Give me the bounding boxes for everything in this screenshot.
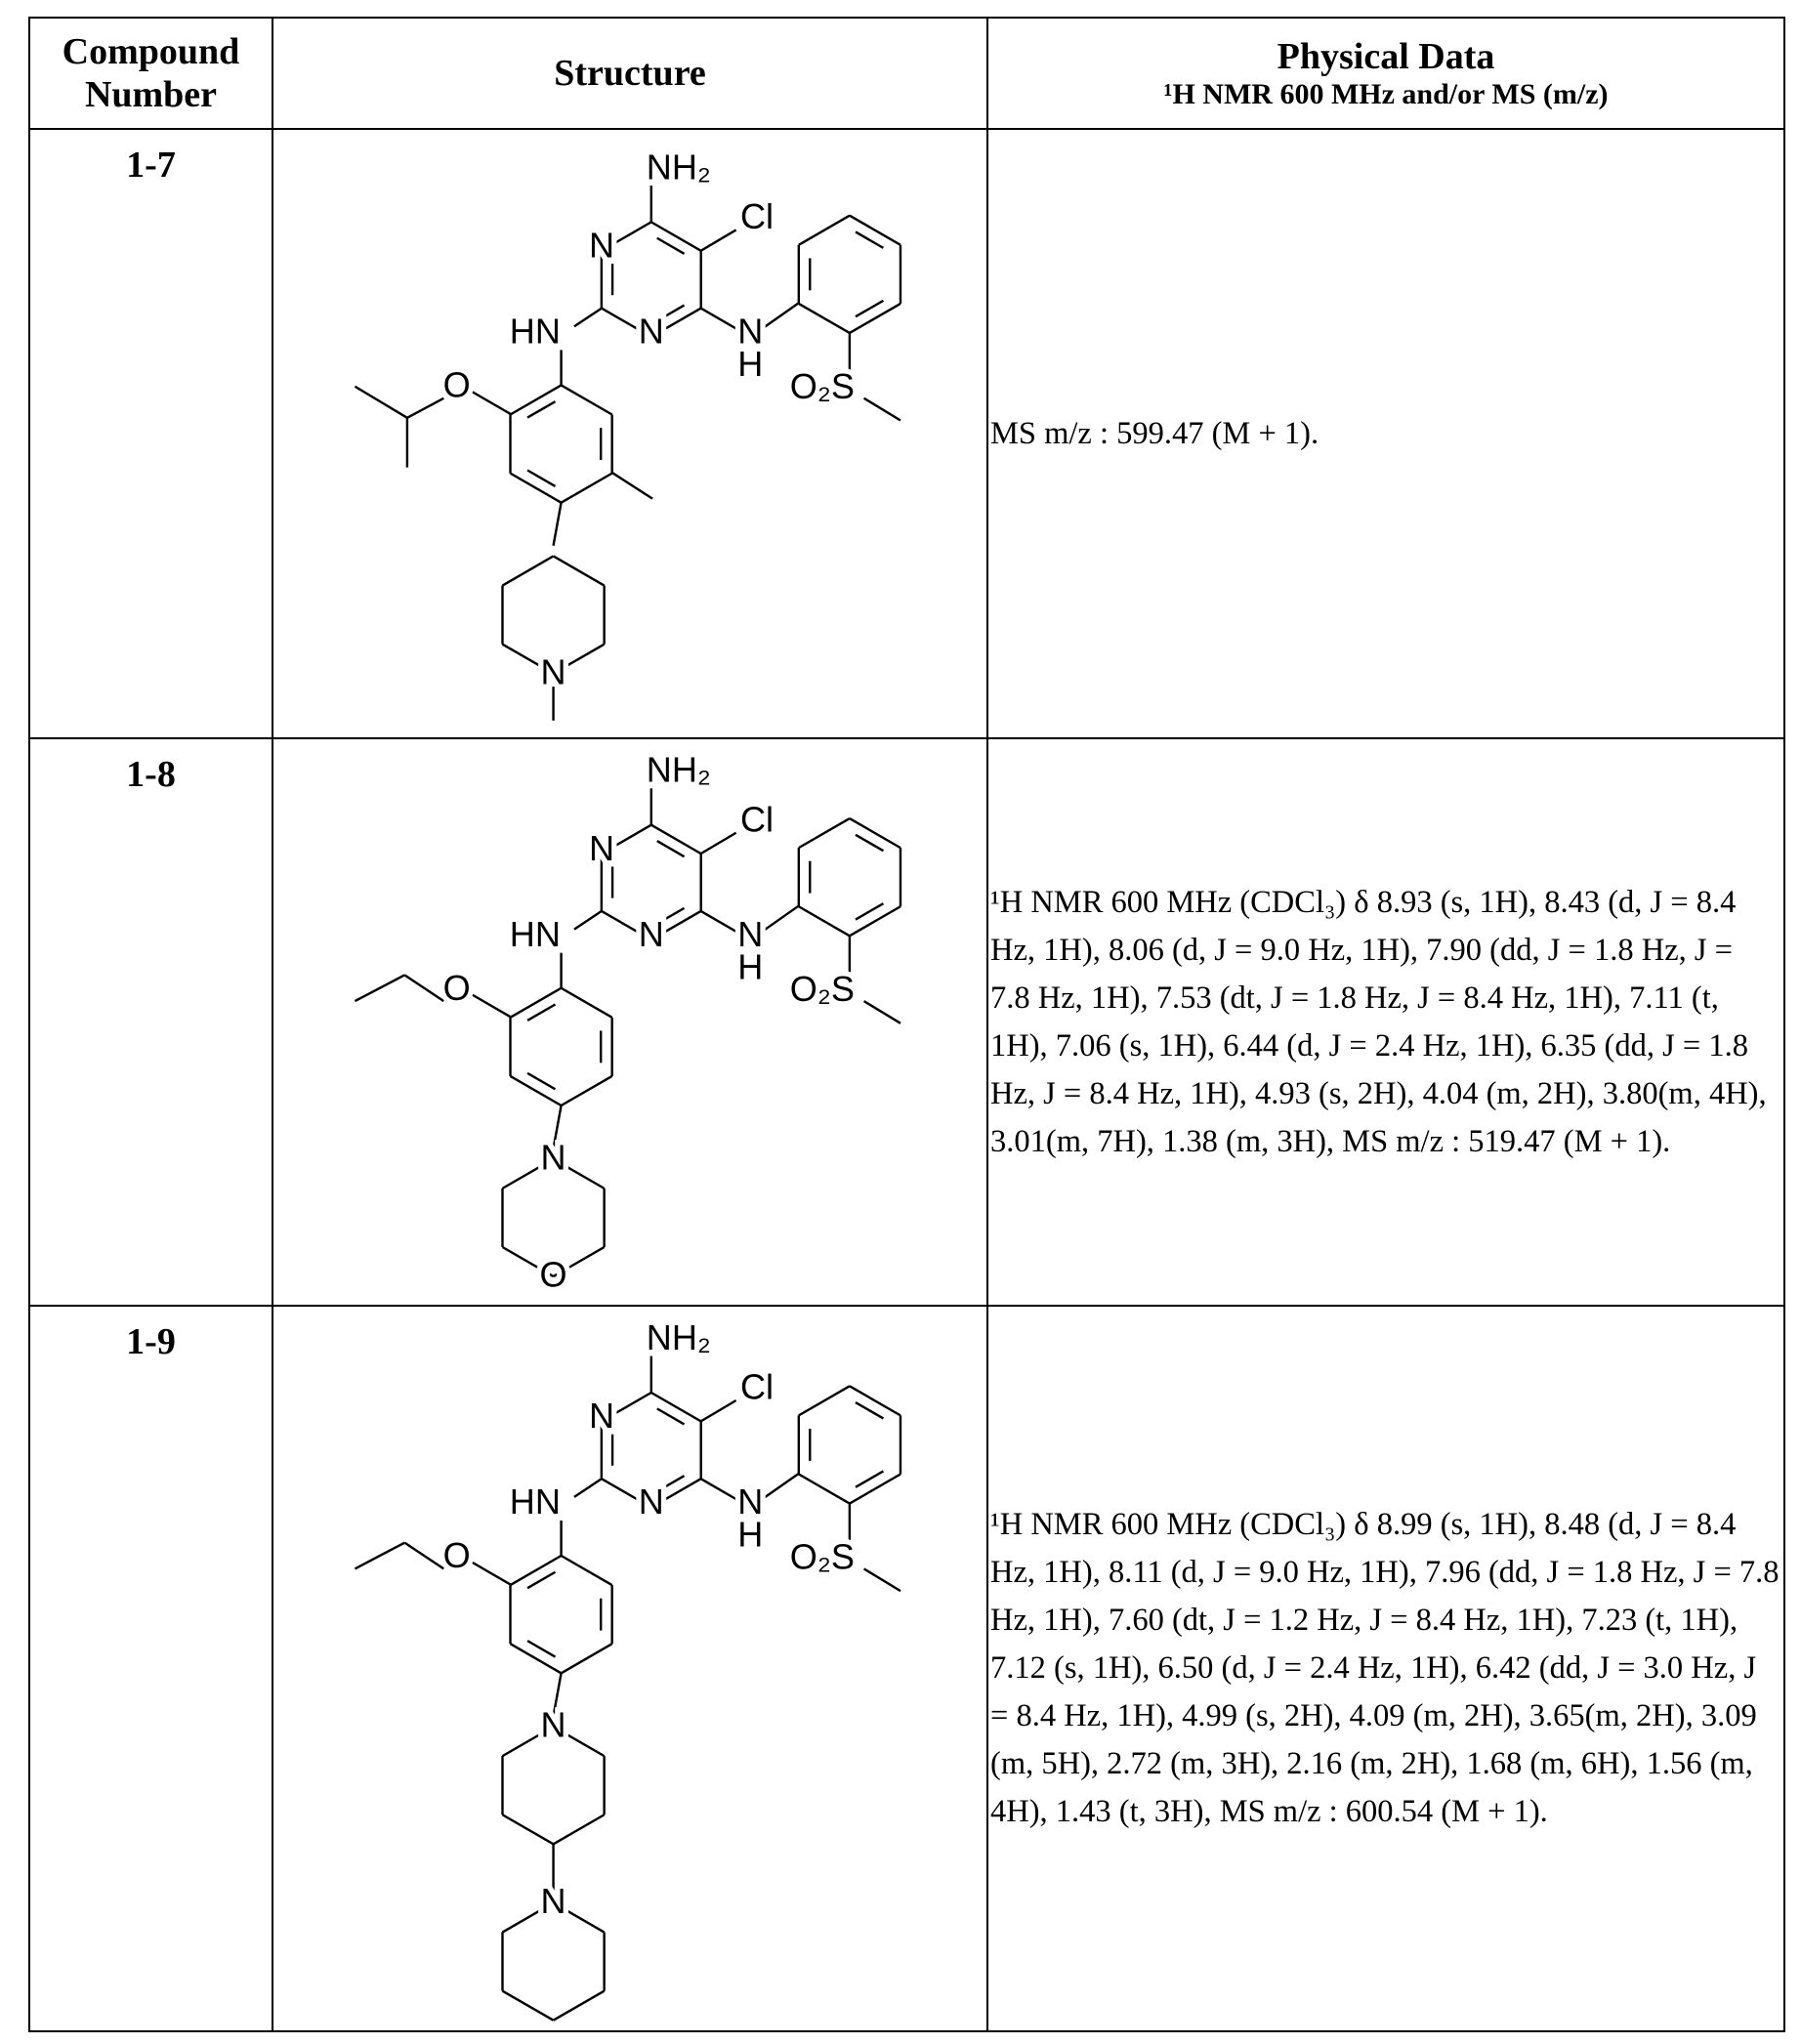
- compound-id: 1-8: [29, 738, 272, 1306]
- header-line: Number: [85, 74, 217, 115]
- table-row: 1-7 MS m/z : 599.47 (M + 1).: [29, 129, 1784, 738]
- table-row: 1-8 ¹H NMR 600 MHz (CDCl₃) δ 8.93 (s, 1H…: [29, 738, 1784, 1306]
- structure-cell: [272, 129, 987, 738]
- physical-data: ¹H NMR 600 MHz (CDCl₃) δ 8.99 (s, 1H), 8…: [987, 1306, 1784, 2031]
- structure-cell: [272, 738, 987, 1306]
- compound-id: 1-7: [29, 129, 272, 738]
- structure-header: Structure: [272, 18, 987, 129]
- compound-table: CompoundNumber Structure Physical Data¹H…: [28, 17, 1785, 2032]
- structure-cell: [272, 1306, 987, 2031]
- table-row: 1-9 ¹H NMR 600 MHz (CDCl₃) δ 8.99 (s, 1H…: [29, 1306, 1784, 2031]
- header-line: Compound: [63, 31, 240, 72]
- physical-data-header: Physical Data¹H NMR 600 MHz and/or MS (m…: [987, 18, 1784, 129]
- header-row: CompoundNumber Structure Physical Data¹H…: [29, 18, 1784, 129]
- compound-number-header: CompoundNumber: [29, 18, 272, 129]
- physical-data: ¹H NMR 600 MHz (CDCl₃) δ 8.93 (s, 1H), 8…: [987, 738, 1784, 1306]
- compound-id: 1-9: [29, 1306, 272, 2031]
- physical-data: MS m/z : 599.47 (M + 1).: [987, 129, 1784, 738]
- header-line: Physical Data: [1277, 36, 1495, 77]
- header-subtitle: ¹H NMR 600 MHz and/or MS (m/z): [988, 78, 1783, 111]
